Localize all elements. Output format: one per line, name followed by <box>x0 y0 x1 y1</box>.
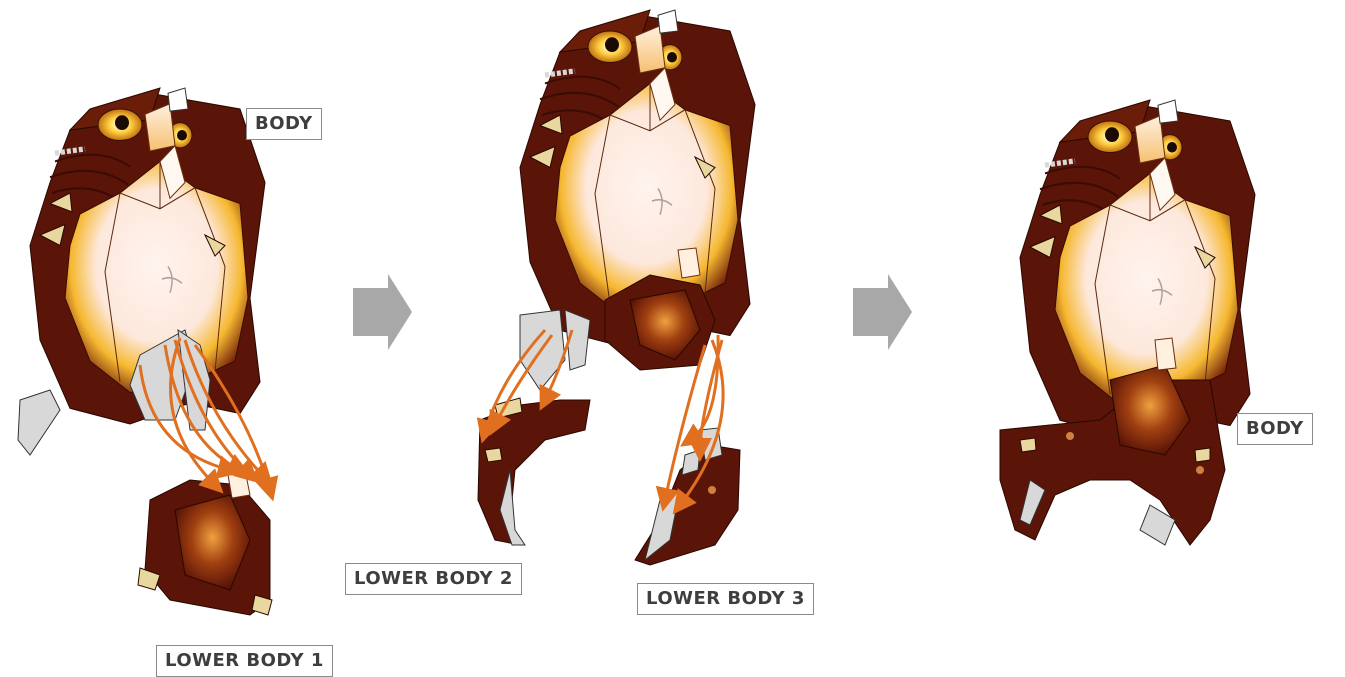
label-lower-body-3: LOWER BODY 3 <box>637 583 814 615</box>
label-body-step1: BODY <box>246 108 322 140</box>
step-arrow-2 <box>853 274 912 350</box>
label-lower-body-2: LOWER BODY 2 <box>345 563 522 595</box>
label-lower-body-1: LOWER BODY 1 <box>156 645 333 677</box>
step-arrow-1 <box>353 274 412 350</box>
label-body-result: BODY <box>1237 413 1313 445</box>
lower-body-2-piece <box>478 398 590 545</box>
lower-body-1-piece <box>138 470 272 615</box>
